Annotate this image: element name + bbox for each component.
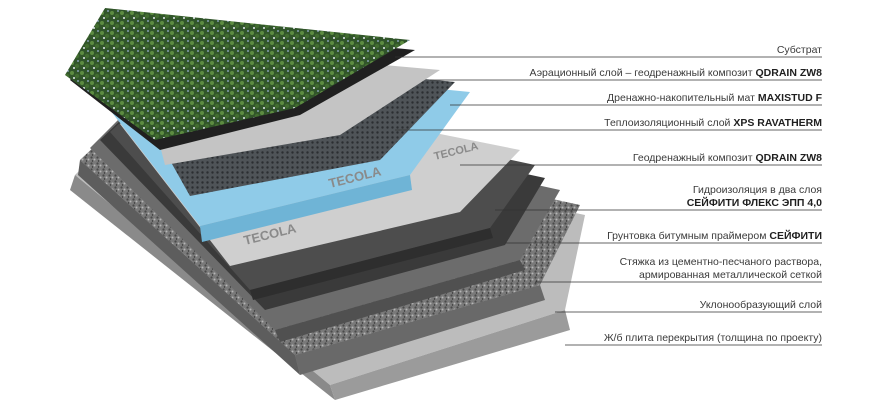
label-primer: Грунтовка битумным праймером СЕЙФИТИ (607, 230, 822, 242)
leader-lines (395, 56, 822, 346)
label-concrete-slab: Ж/б плита перекрытия (толщина по проекту… (603, 332, 822, 344)
label-insulation: Теплоизоляционный слой XPS RAVATHERM (604, 117, 822, 129)
label-geodrain-composite: Геодренажный композит QDRAIN ZW8 (632, 152, 822, 164)
vegetation-layer (65, 8, 410, 140)
label-drainage-mat: Дренажно-накопительный мат MAXISTUD F (607, 92, 822, 104)
label-screed: Стяжка из цементно-песчаного раствора,ар… (619, 256, 822, 281)
label-slope-layer: Уклонообразующий слой (699, 299, 822, 311)
label-substrate: Субстрат (776, 44, 822, 56)
label-aeration-layer: Аэрационный слой – геодренажный композит… (529, 67, 822, 79)
